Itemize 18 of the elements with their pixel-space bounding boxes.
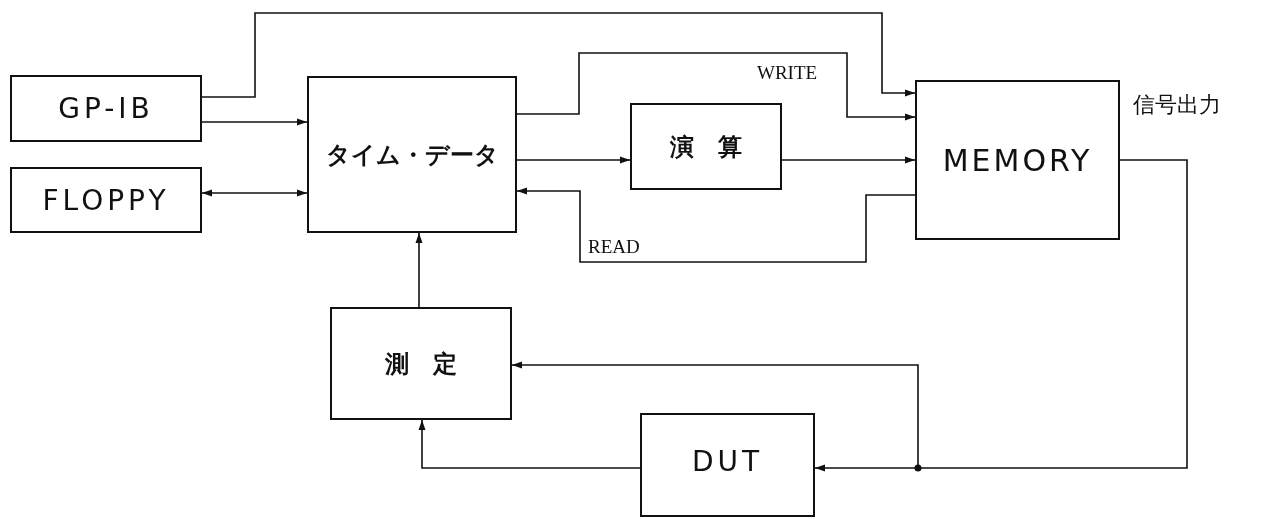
interface-box: GP-IB [10,75,202,142]
arrow [516,52,916,121]
arrow [516,187,916,263]
arrow [201,12,916,98]
arrow [201,118,308,126]
arrow [814,159,1188,472]
storage-box: FLOPPY [10,167,202,233]
process-box: タイム・データ [307,76,517,233]
arrow [781,156,916,164]
process-box: 演 算 [630,103,782,190]
arrow [418,419,641,469]
arrow [201,189,308,197]
process-box: 測 定 [330,307,512,420]
signal-label: 信号出力 [1133,92,1221,118]
memory-box: MEMORY [915,80,1120,240]
arrow [415,232,423,308]
arrow [516,156,631,164]
device-box: DUT [640,413,815,517]
